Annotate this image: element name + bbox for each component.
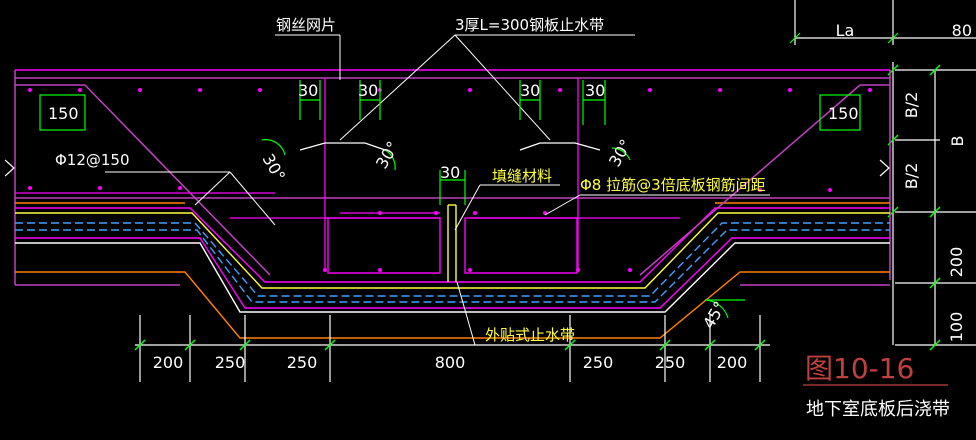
la-label: La (836, 21, 855, 40)
steel-waterstop-label: 3厚L=300钢板止水带 (455, 16, 604, 34)
dim-30-e: 30 (440, 163, 460, 182)
angle-30-c: 30° (605, 136, 636, 170)
b-label: B (948, 136, 967, 147)
bottom-dim-2: 250 (215, 353, 246, 372)
b-half-bottom: B/2 (902, 163, 921, 190)
angle-45: 45° (699, 298, 730, 332)
right-200: 200 (947, 247, 966, 278)
wire-mesh-label: 钢丝网片 (276, 16, 336, 34)
angle-30-a: 30° (259, 151, 290, 185)
dim-30-a: 30 (298, 81, 318, 100)
filler-label: 填缝材料 (492, 167, 552, 185)
right-100: 100 (947, 312, 966, 343)
haunch-lines (15, 84, 890, 276)
la-dimension (789, 0, 976, 45)
bottom-dim-ticks (134, 339, 766, 351)
lacing-bar-label: Φ8 拉筋@3倍底板钢筋间距 (580, 176, 766, 194)
green-dim-lines (39, 80, 861, 319)
rebar-lines (15, 78, 680, 270)
bottom-dimension-values: 200 250 250 800 250 250 200 (153, 353, 748, 372)
rebar-label: Φ12@150 (55, 151, 130, 169)
figure-title: 地下室底板后浇带 (806, 399, 950, 420)
rebar-dots (28, 88, 872, 272)
dim-30-c: 30 (520, 81, 540, 100)
bottom-dim-1: 200 (153, 353, 184, 372)
figure-number: 图10-16 (805, 352, 914, 385)
section-markers (4, 159, 890, 177)
external-waterstop-label: 外贴式止水带 (485, 326, 575, 344)
angle-30-b: 30° (372, 138, 403, 172)
post-pour-gap (327, 204, 578, 282)
right-vertical-dimensions (892, 62, 976, 346)
sunken-profile-layers (15, 207, 890, 339)
bottom-dim-6: 250 (655, 353, 686, 372)
steel-plate-waterstop (299, 142, 601, 151)
bottom-dim-7: 200 (717, 353, 748, 372)
leader-lines (105, 34, 770, 346)
dim-150-left: 150 (48, 104, 79, 123)
bottom-dim-5: 250 (583, 353, 614, 372)
dim-30-b: 30 (358, 81, 378, 100)
b-half-top: B/2 (902, 92, 921, 119)
top-right-dim: 80 (952, 21, 972, 40)
slab-outline (14, 69, 891, 285)
bottom-dim-4: 800 (435, 353, 466, 372)
dim-30-d: 30 (585, 81, 605, 100)
dim-150-right: 150 (828, 104, 859, 123)
bottom-dim-3: 250 (287, 353, 318, 372)
